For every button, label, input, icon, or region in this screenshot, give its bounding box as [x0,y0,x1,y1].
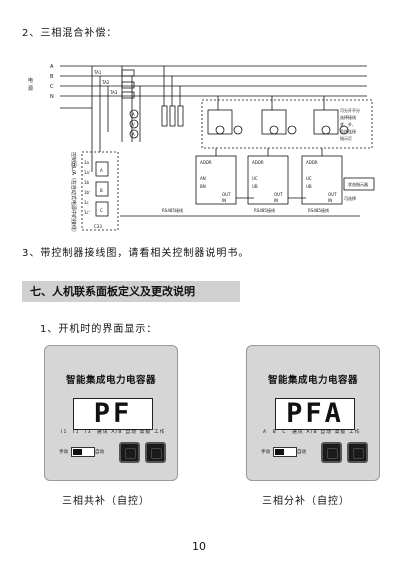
svg-text:UC: UC [306,176,312,181]
svg-text:N: N [50,94,54,100]
svg-text:A: A [100,168,103,173]
manual-auto-switch[interactable] [71,447,95,457]
svg-text:B: B [50,74,54,80]
svg-text:C33: C33 [94,224,102,229]
svg-text:UC: UC [252,176,258,181]
svg-text:A: A [50,64,54,70]
caption-panel-2: 三相分补（自控） [262,496,350,507]
lcd-display: PF [73,398,153,430]
switch-label-auto: 自动 [297,450,306,455]
svg-text:RS485接线: RS485接线 [254,207,275,213]
svg-text:UB: UB [306,184,312,189]
svg-text:可分开不分: 可分开不分 [340,107,360,113]
svg-text:ADDR: ADDR [306,160,318,165]
switch-label-manual: 手动 [261,450,270,455]
svg-text:ADDR: ADDR [252,160,264,165]
svg-text:V: V [132,122,135,127]
section-7-heading: 七、人机联系面板定义及更改说明 [22,281,240,302]
svg-text:AN: AN [200,176,206,181]
svg-text:IN: IN [274,198,278,203]
svg-text:状、外、: 状、外、 [340,121,356,127]
switch-label-auto: 自动 [95,450,104,455]
power-label: 电 [28,77,33,84]
svg-text:TA2: TA2 [101,80,110,85]
svg-text:IN: IN [222,198,226,203]
panel-title: 智能集成电力电容器 [65,375,156,386]
indicator-labels: Ⅰ1 Ⅰ1 Ⅰ3 通讯 A/B 自动 高级 工作 [61,430,166,435]
svg-text:1c': 1c' [84,210,90,215]
svg-text:状态指示器: 状态指示器 [348,181,368,187]
svg-text:C: C [50,84,54,90]
display-value: PFA [286,398,344,429]
svg-text:控制器L/A（在自动式电源中的接线）: 控制器L/A（在自动式电源中的接线） [70,152,77,234]
svg-text:源: 源 [28,85,33,92]
svg-text:A: A [132,112,135,117]
svg-text:RS485接线: RS485接线 [308,207,329,213]
item-1-heading: 1、开机时的界面显示： [40,324,158,335]
svg-text:1a: 1a [84,160,90,165]
svg-text:1c: 1c [84,200,89,205]
switch-label-manual: 手动 [59,450,68,455]
svg-text:A: A [132,132,135,137]
svg-text:B: B [100,188,103,193]
svg-text:1a': 1a' [84,170,90,175]
svg-text:指示灯: 指示灯 [340,135,352,141]
display-value: PF [93,398,133,429]
panel-button-right[interactable] [347,442,368,463]
svg-text:TA1: TA1 [93,70,102,75]
lcd-display: PFA [275,398,355,430]
caption-panel-1: 三相共补（自控） [62,496,150,507]
svg-text:1b: 1b [84,180,90,185]
manual-auto-switch[interactable] [273,447,297,457]
svg-text:RS485接线: RS485接线 [162,207,183,213]
section-3-heading: 3、带控制器接线图，请看相关控制器说明书。 [22,248,250,259]
panel-button-left[interactable] [321,442,342,463]
panel-button-right[interactable] [145,442,166,463]
svg-text:ADDR: ADDR [200,160,212,165]
svg-text:IN: IN [328,198,332,203]
svg-text:1b': 1b' [84,190,90,195]
panel-title: 智能集成电力电容器 [267,375,358,386]
svg-text:可选择: 可选择 [344,195,356,201]
svg-text:OUT: OUT [328,192,337,197]
panel-button-left[interactable] [119,442,140,463]
svg-text:OUT: OUT [222,192,231,197]
svg-text:OUT: OUT [274,192,283,197]
svg-text:UB: UB [252,184,258,189]
panel-shared-compensation: 智能集成电力电容器 PF Ⅰ1 Ⅰ1 Ⅰ3 通讯 A/B 自动 高级 工作 手动… [44,345,178,481]
svg-text:总线连接: 总线连接 [340,128,356,134]
svg-text:C: C [100,208,103,213]
svg-text:BN: BN [200,184,206,189]
page-number: 10 [192,540,206,553]
svg-text:选择接线: 选择接线 [340,114,356,120]
section-2-heading: 2、三相混合补偿： [22,28,118,39]
indicator-labels: A B C 通讯 A/B 自动 高级 工作 [263,430,361,435]
svg-text:TA3: TA3 [109,90,118,95]
panel-split-compensation: 智能集成电力电容器 PFA A B C 通讯 A/B 自动 高级 工作 手动 自… [246,345,380,481]
